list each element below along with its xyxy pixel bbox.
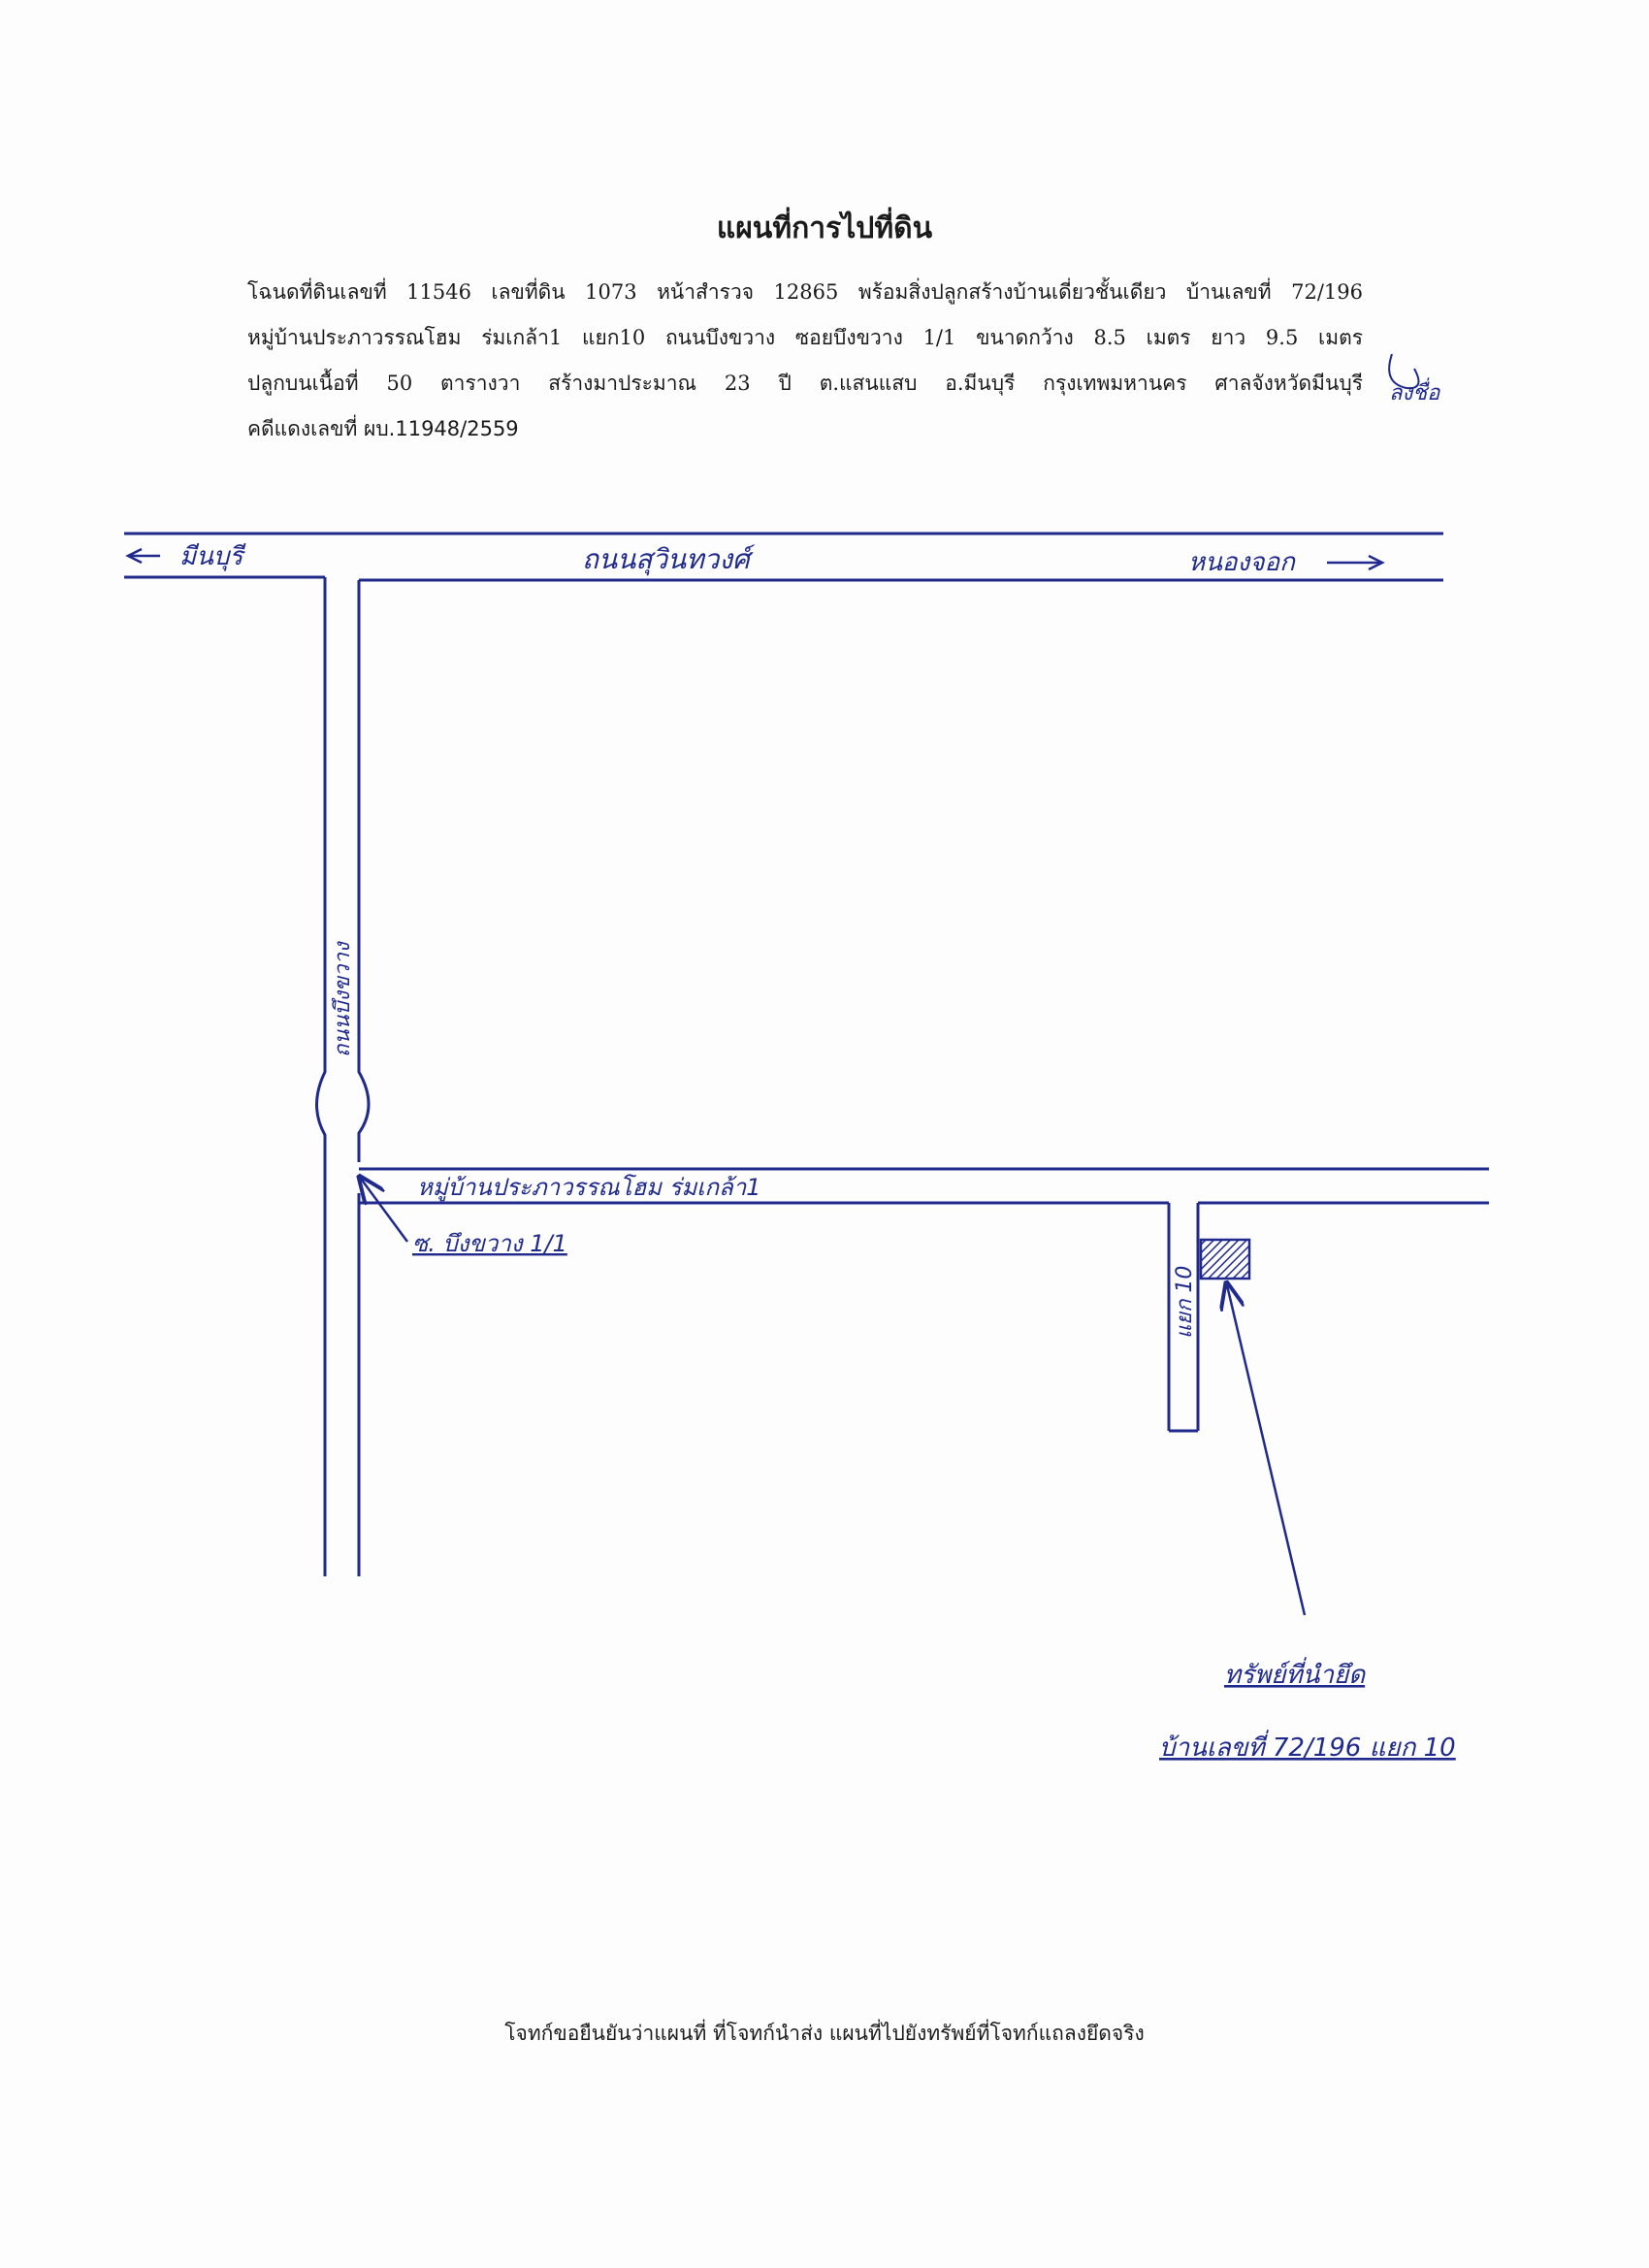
main-road-label: ถนนสุวินทวงศ์: [582, 543, 756, 576]
direction-right-label: หนองจอก: [1188, 548, 1296, 577]
vertical-road: [315, 577, 371, 1576]
target-property-marker: [1199, 1238, 1251, 1280]
target-pointer-line: [1227, 1285, 1307, 1616]
soi-pointer-line: [361, 1179, 409, 1243]
document-footer: โจทก์ขอยืนยันว่าแผนที่ ที่โจทก์นำส่ง แผน…: [504, 2022, 1145, 2045]
property-description: โฉนดที่ดินเลขที่ 11546 เลขที่ดิน 1073 หน…: [247, 270, 1363, 452]
document-title: แผนที่การไปที่ดิน: [716, 211, 933, 245]
signature-mark: ลงชื่อ: [1388, 353, 1440, 405]
description-line-1: โฉนดที่ดินเลขที่ 11546 เลขที่ดิน 1073 หน…: [247, 280, 1363, 304]
signature-text: ลงชื่อ: [1389, 377, 1440, 405]
vertical-road-label: ถนนบึงขวาง: [331, 940, 355, 1057]
soi-label: ซ. บึงขวาง 1/1: [412, 1230, 567, 1257]
arrow-left-icon: [125, 547, 160, 565]
branch-road-label: แยก 10: [1173, 1266, 1197, 1339]
description-line-2: หมู่บ้านประภาวรรณโฮม ร่มเกล้า1 แยก10 ถนน…: [247, 326, 1363, 349]
branch-road-soi-10: [1167, 1203, 1200, 1433]
target-note-label: ทรัพย์ที่นำยึด: [1224, 1657, 1366, 1690]
village-road-label: หมู่บ้านประภาวรรณโฮม ร่มเกล้า1: [417, 1174, 760, 1202]
direction-left-label: มีนบุรี: [179, 542, 246, 571]
arrow-right-icon: [1327, 554, 1385, 571]
target-address-label: บ้านเลขที่ 72/196 แยก 10: [1159, 1730, 1456, 1763]
main-road: [124, 532, 1443, 582]
village-road: [359, 1167, 1489, 1205]
description-line-3: ปลูกบนเนื้อที่ 50 ตารางวา สร้างมาประมาณ …: [247, 372, 1363, 395]
description-line-4: คดีแดงเลขที่ ผบ.11948/2559: [247, 417, 519, 440]
